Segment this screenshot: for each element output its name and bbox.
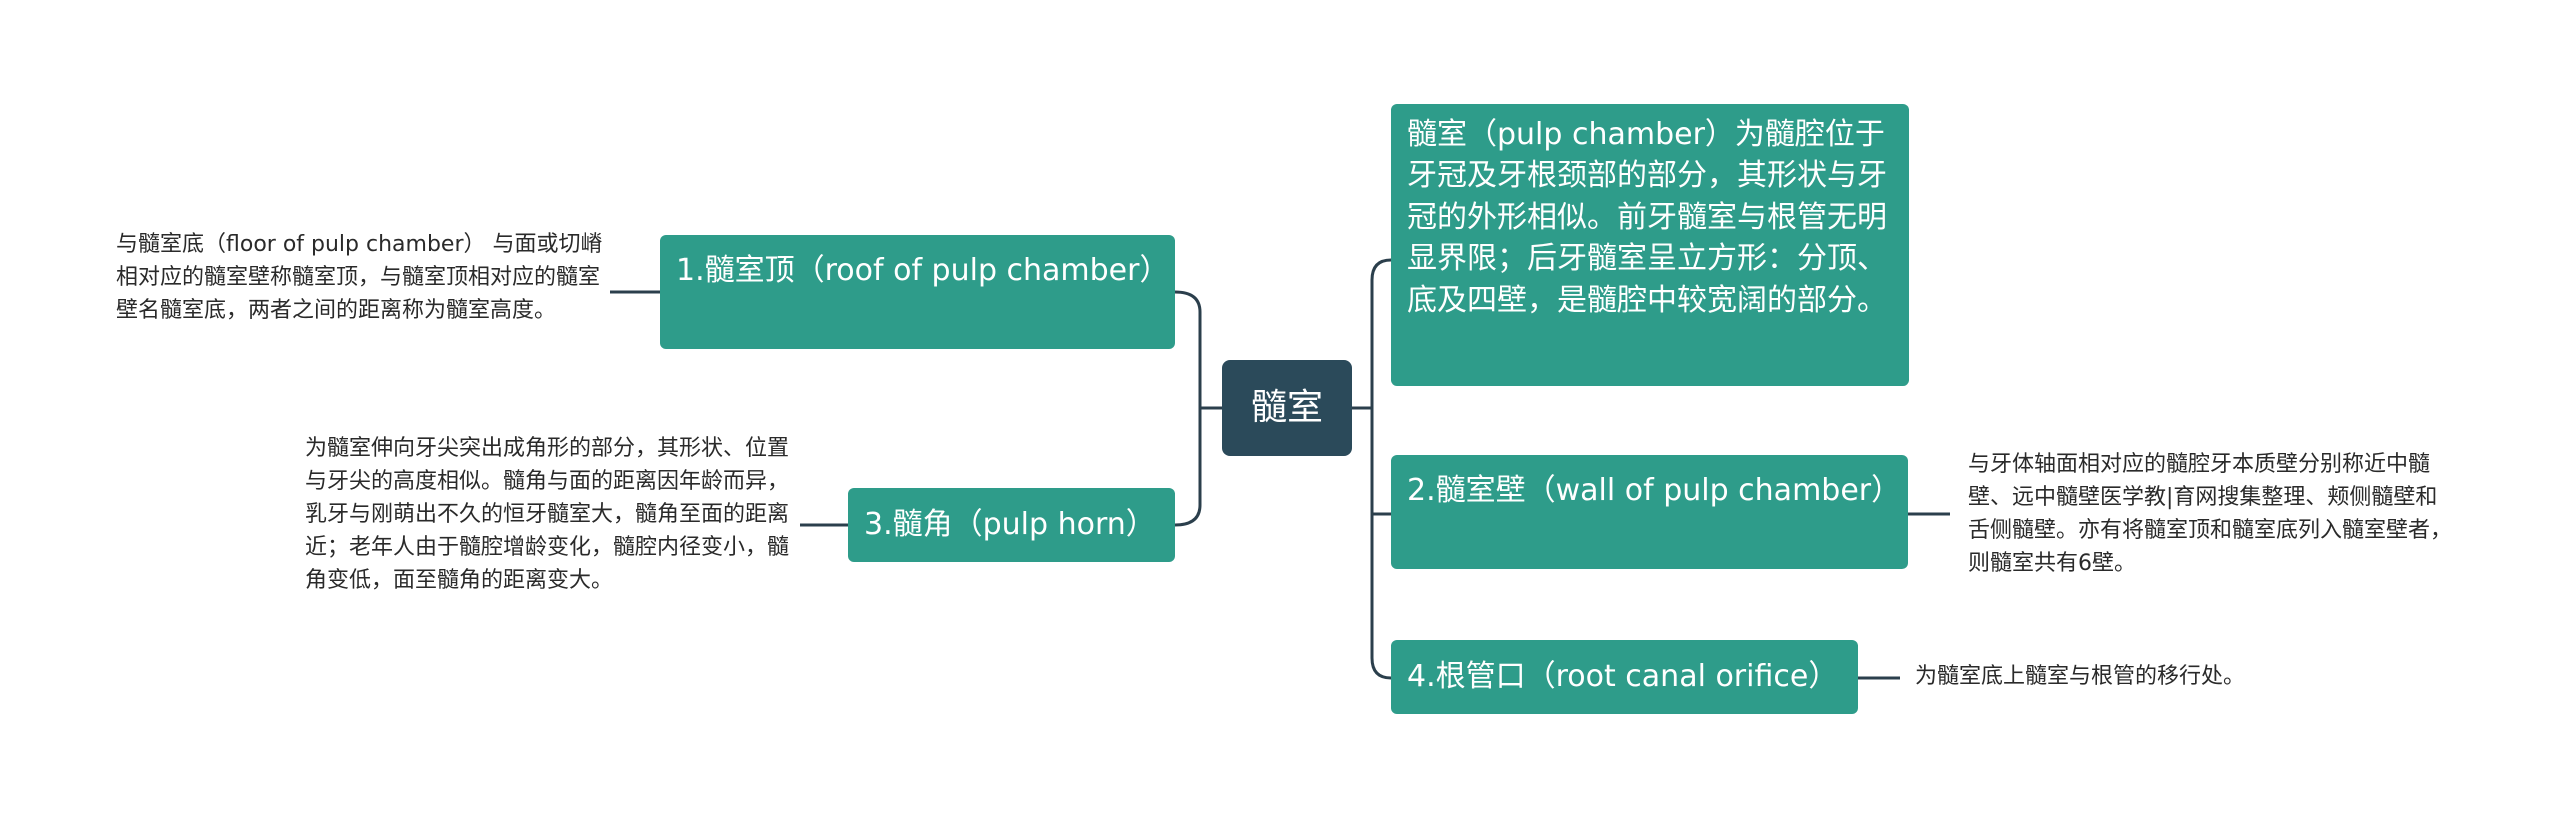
connector-left-spine bbox=[1174, 290, 1202, 527]
note-wall-of-pulp-chamber: 与牙体轴面相对应的髓腔牙本质壁分别称近中髓壁、远中髓壁医学教|育网搜集整理、颊侧… bbox=[1968, 448, 2458, 588]
note-roof-of-pulp-chamber: 与髓室底（floor of pulp chamber） 与面或切嵴相对应的髓室壁… bbox=[116, 228, 606, 368]
topic-pulp-horn[interactable]: 3.髓角（pulp horn） bbox=[848, 488, 1175, 562]
note-roof-of-pulp-chamber-text: 与髓室底（floor of pulp chamber） 与面或切嵴相对应的髓室壁… bbox=[116, 232, 603, 323]
connector-right-spine bbox=[1370, 258, 1392, 680]
note-root-canal-orifice: 为髓室底上髓室与根管的移行处。 bbox=[1915, 660, 2375, 700]
topic-wall-of-pulp-chamber[interactable]: 2.髓室壁（wall of pulp chamber） bbox=[1391, 455, 1908, 569]
topic-pulp-horn-label: 3.髓角（pulp horn） bbox=[864, 507, 1156, 543]
root-label: 髓室 bbox=[1250, 386, 1323, 428]
topic-roof-of-pulp-chamber-label: 1.髓室顶（roof of pulp chamber） bbox=[676, 253, 1170, 288]
note-wall-of-pulp-chamber-text: 与牙体轴面相对应的髓腔牙本质壁分别称近中髓壁、远中髓壁医学教|育网搜集整理、颊侧… bbox=[1968, 452, 2453, 576]
topic-pulp-chamber-definition[interactable]: 髓室（pulp chamber）为髓腔位于牙冠及牙根颈部的部分，其形状与牙冠的外… bbox=[1391, 104, 1909, 386]
topic-root-canal-orifice[interactable]: 4.根管口（root canal orifice） bbox=[1391, 640, 1858, 714]
note-pulp-horn: 为髓室伸向牙尖突出成角形的部分，其形状、位置与牙尖的高度相似。髓角与面的距离因年… bbox=[305, 432, 795, 632]
topic-roof-of-pulp-chamber[interactable]: 1.髓室顶（roof of pulp chamber） bbox=[660, 235, 1175, 349]
root-node[interactable]: 髓室 bbox=[1222, 360, 1352, 456]
topic-root-canal-orifice-label: 4.根管口（root canal orifice） bbox=[1407, 659, 1839, 695]
topic-wall-of-pulp-chamber-label: 2.髓室壁（wall of pulp chamber） bbox=[1407, 473, 1902, 508]
topic-pulp-chamber-definition-label: 髓室（pulp chamber）为髓腔位于牙冠及牙根颈部的部分，其形状与牙冠的外… bbox=[1407, 117, 1887, 318]
note-pulp-horn-text: 为髓室伸向牙尖突出成角形的部分，其形状、位置与牙尖的高度相似。髓角与面的距离因年… bbox=[305, 436, 790, 593]
note-root-canal-orifice-text: 为髓室底上髓室与根管的移行处。 bbox=[1915, 664, 2246, 689]
